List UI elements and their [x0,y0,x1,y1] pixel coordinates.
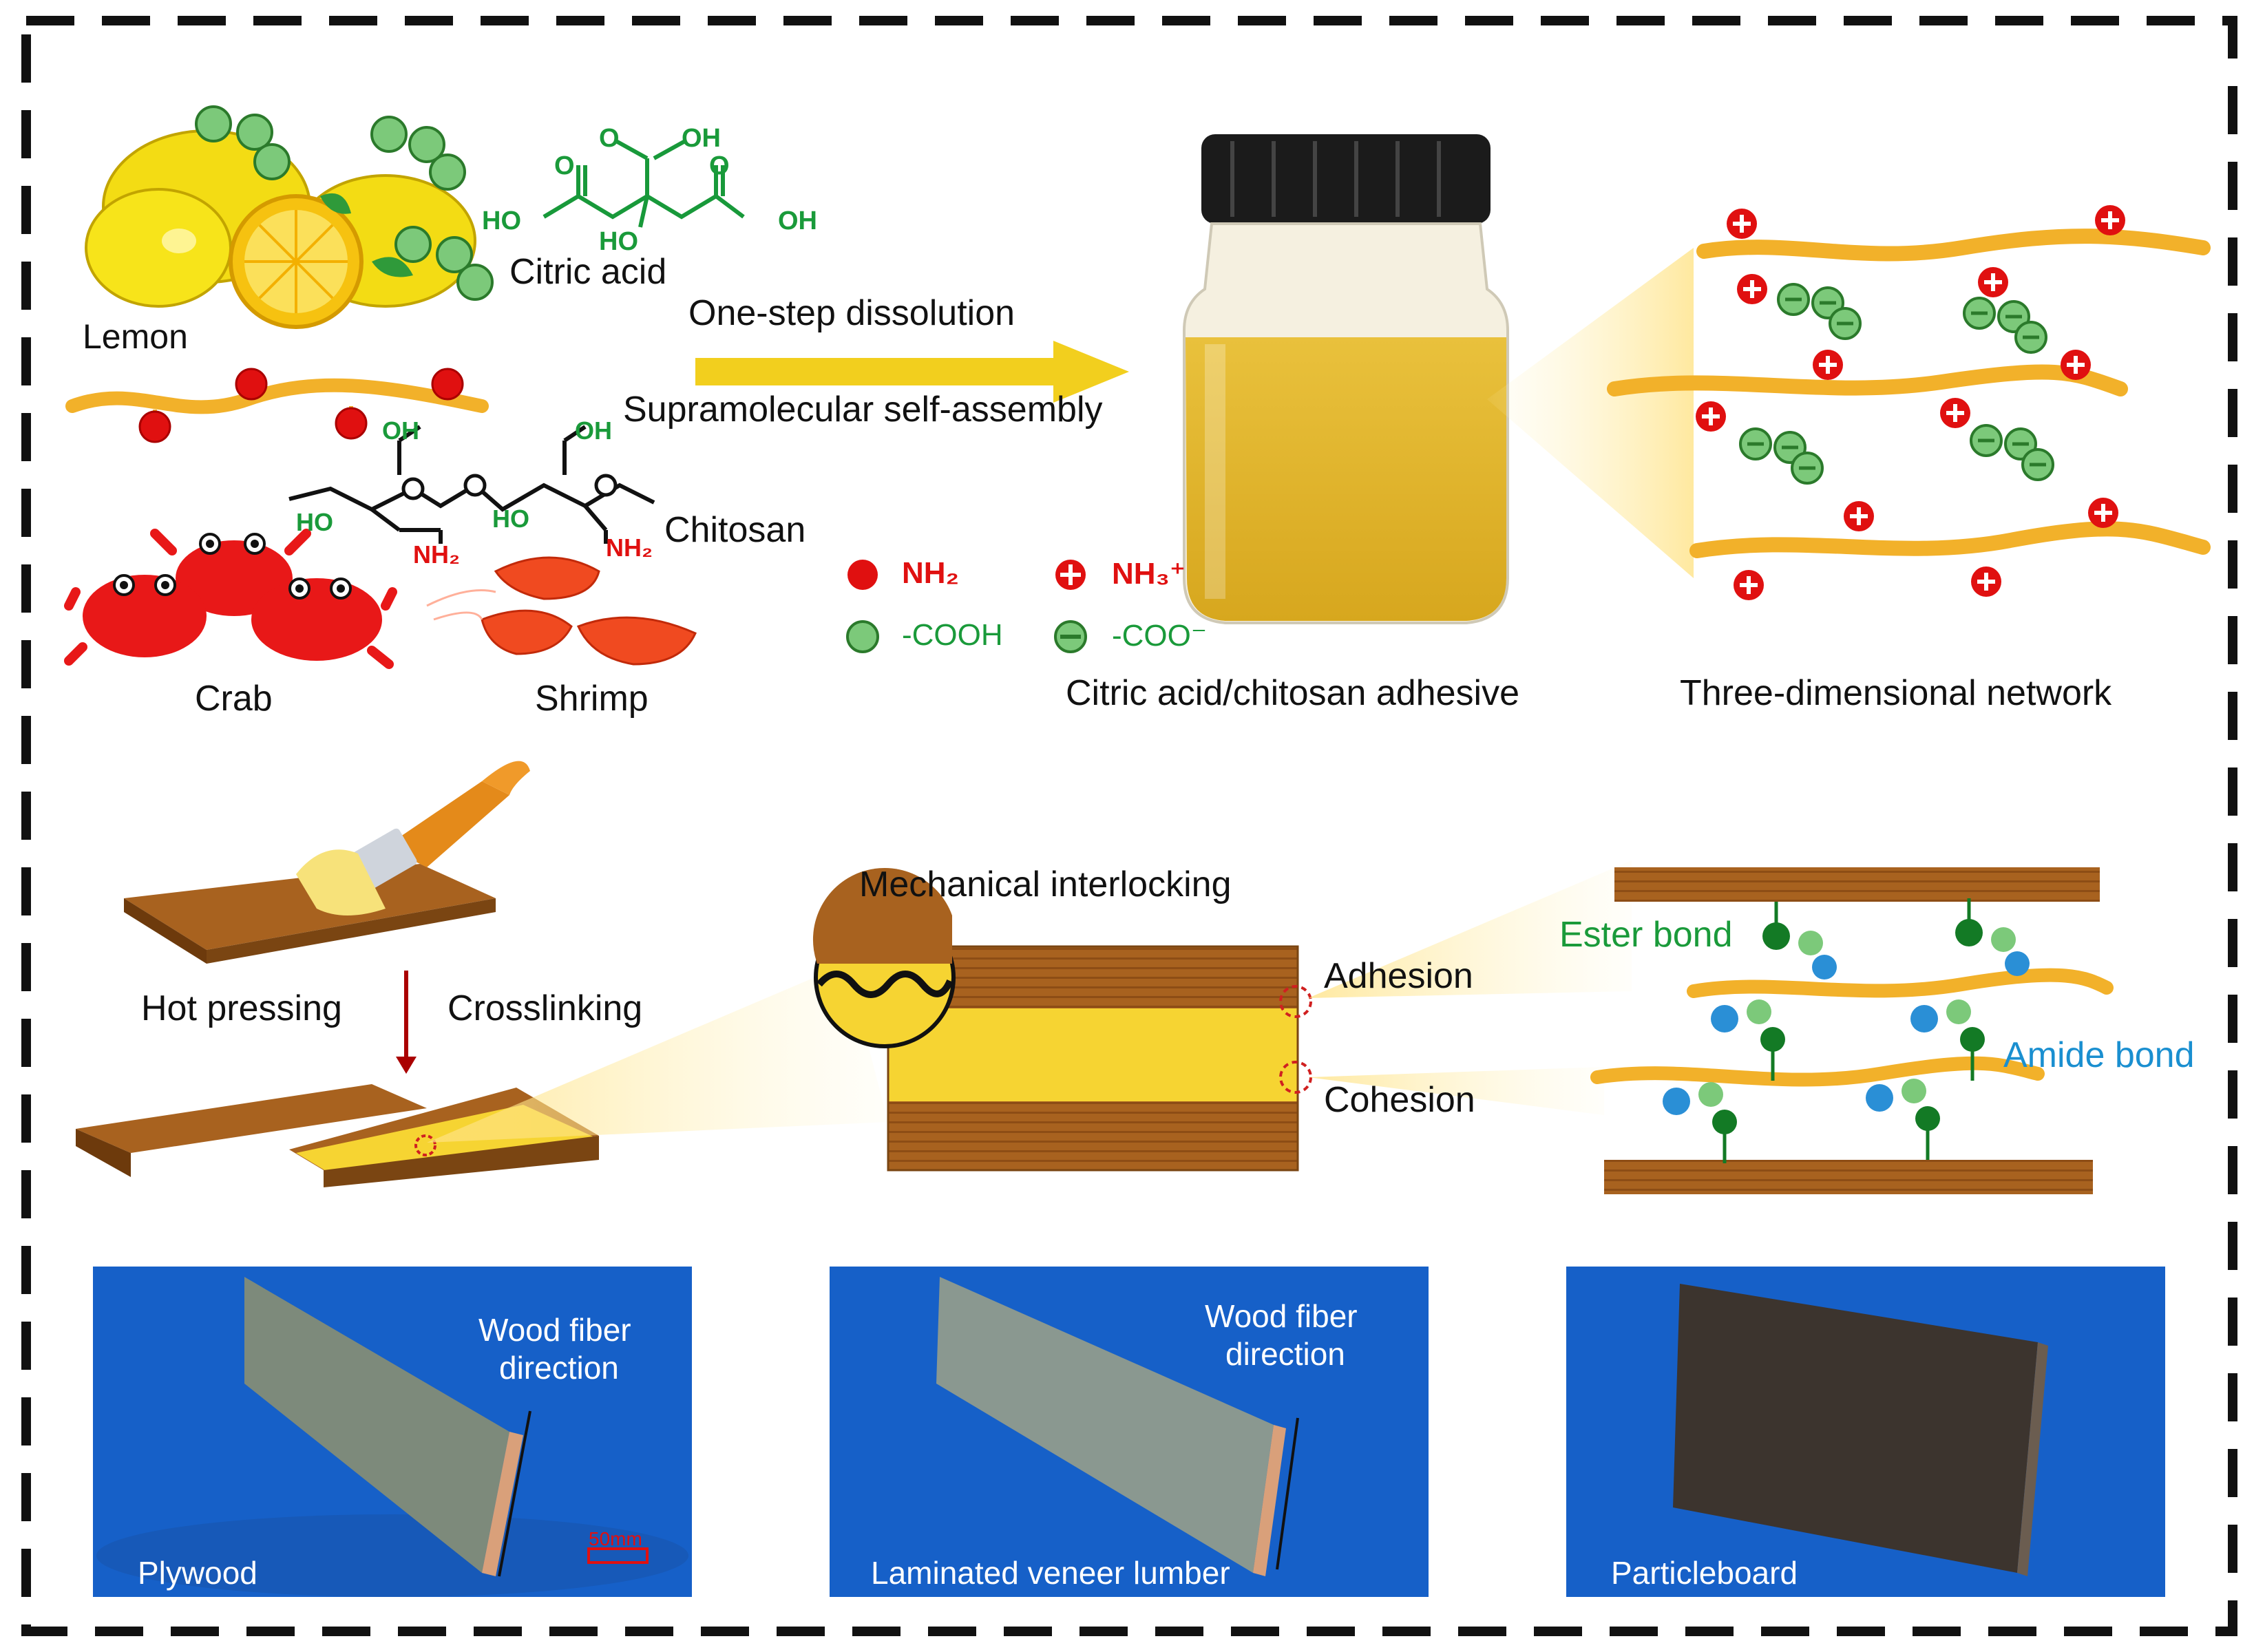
amide-pair-icon [1663,1082,1737,1163]
interlocking-magnifier [812,867,956,1048]
minus-charge-cluster-icon [1739,427,1824,485]
amide-pair-icon [1711,999,1785,1081]
oh-label-2: OH [778,206,817,235]
supramolecular-label: Supramolecular self-assembly [623,390,1103,430]
plywood-photo [93,1267,692,1597]
adhesion-label: Adhesion [1324,956,1473,996]
hot-pressing-label: Hot pressing [141,988,342,1028]
plywood-label: Plywood [138,1555,257,1591]
amide-pair-icon [1866,1079,1940,1160]
o-label-3: O [709,151,730,180]
lemon-icon [85,129,476,329]
adhesive-label: Citric acid/chitosan adhesive [1066,673,1519,713]
shrimp-icon [426,556,697,666]
amide-pair-icon [1910,999,1985,1081]
legend-cooh-marker [846,620,879,653]
chitosan-ring-oxygen [401,474,618,500]
legend-cooh-label: -COOH [902,618,1003,652]
oh-label: OH [682,124,721,153]
fiber-direction-label-2b: direction [1225,1336,1345,1372]
zoom-beam-cohesion [1308,1067,1604,1115]
plus-charge-icon [1696,401,1726,432]
amino-group-icons [138,368,464,443]
plus-charge-icon [2088,498,2118,528]
o-label: O [599,124,620,153]
chitosan-oh-label-2: OH [575,416,612,445]
mechanical-interlocking-label: Mechanical interlocking [859,865,1232,904]
chitosan-label: Chitosan [664,510,806,550]
legend-nh3-label: NH₃⁺ [1112,557,1186,591]
citric-acid-label: Citric acid [509,252,667,292]
bond-pair-icon [1955,898,2030,976]
plus-charge-icon [1813,350,1843,380]
plus-charge-icon [2095,205,2125,235]
dissolution-arrow [695,341,1129,403]
plus-charge-icon [1978,267,2008,297]
zoom-beam-adhesion [1308,860,1632,998]
bond-diagram [1590,867,2114,1194]
minus-charge-cluster-icon [1970,424,2054,481]
protonated-amine-icons [1696,205,2125,600]
crab-icon [64,529,397,669]
fiber-direction-arrow [498,1410,531,1577]
network-zoom-beam [1487,248,1694,578]
scale-bar [587,1547,649,1564]
plus-charge-icon [1844,501,1874,531]
wood-board-brushed [124,864,496,964]
particleboard-photo [1566,1267,2165,1597]
dashed-border [21,16,2237,1636]
legend-nh3-marker [1055,560,1086,590]
crosslinking-label: Crosslinking [447,988,643,1028]
chitosan-ho-label-2: HO [492,505,529,533]
o-label-2: O [554,151,575,180]
legend-coo-marker [1054,620,1087,653]
zoom-beam-left [427,964,888,1143]
one-step-label: One-step dissolution [688,293,1015,333]
carboxylate-cluster-icons [1739,283,2054,485]
plus-charge-icon [1734,570,1764,600]
shrimp-label: Shrimp [535,679,649,719]
cohesion-label: Cohesion [1324,1080,1475,1120]
crab-label: Crab [195,679,273,719]
fiber-direction-label-2a: Wood fiber [1205,1298,1358,1334]
plus-charge-icon [2061,350,2091,380]
adhesive-bottle [1183,134,1509,624]
lvl-photo [830,1267,1429,1597]
network-label: Three-dimensional network [1680,673,2112,713]
fiber-direction-label-1a: Wood fiber [478,1312,631,1348]
ester-bond-label: Ester bond [1559,915,1733,955]
minus-charge-cluster-icon [1963,297,2047,354]
scale-bar-label: 50mm [589,1528,642,1549]
plus-charge-icon [1971,566,2001,597]
citric-acid-structure [543,139,745,228]
chitosan-nh2-label-2: NH₂ [606,533,653,562]
chitosan-oh-label: OH [382,416,419,445]
fiber-direction-label-1b: direction [499,1350,619,1386]
ho-label: HO [482,206,521,235]
legend-nh2-marker [847,560,878,590]
chitosan-ho-label: HO [296,508,333,536]
bond-pair-icon [1762,902,1837,979]
fiber-direction-arrow-lvl [1276,1417,1299,1570]
chitosan-chain [65,378,489,414]
lemon-label: Lemon [83,317,188,356]
legend-nh2-label: NH₂ [902,556,960,590]
brush-icon [296,761,530,915]
plus-charge-icon [1737,274,1767,304]
legend-coo-label: -COO⁻ [1112,619,1208,653]
amide-bond-label: Amide bond [2003,1035,2195,1075]
chitosan-nh2-label: NH₂ [413,540,460,569]
lvl-label: Laminated veneer lumber [871,1555,1230,1591]
citric-acid-cluster-icon [195,105,494,301]
plus-charge-icon [1727,209,1757,239]
minus-charge-cluster-icon [1777,283,1862,340]
plus-charge-icon [1940,398,1970,428]
glue-layer-cross-section [887,945,1299,1172]
particleboard-label: Particleboard [1611,1555,1798,1591]
ho-label-2: HO [599,227,638,256]
three-dimensional-network [1607,205,2211,600]
